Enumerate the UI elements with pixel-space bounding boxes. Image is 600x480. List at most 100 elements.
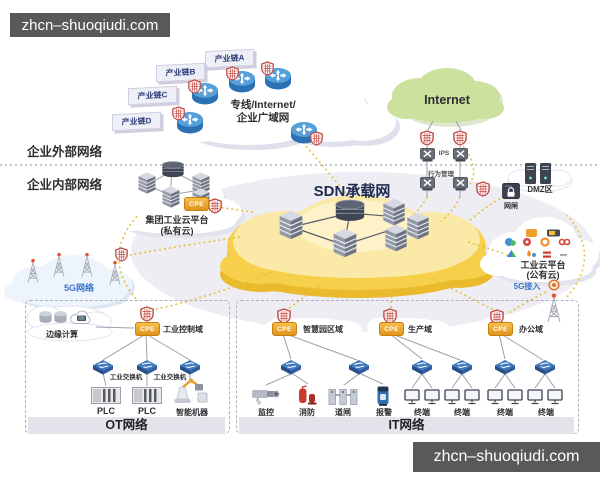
behavior-appliance-icon (420, 177, 435, 191)
edge-cloud-chip-icon (68, 308, 94, 325)
switch-icon (281, 360, 301, 375)
switch-icon (93, 360, 113, 375)
public-cloud-label-line2: (公有云) (526, 270, 560, 280)
gate-label: 道闸 (335, 408, 351, 417)
industry-chain-b-label: 产业链B (165, 67, 196, 78)
cell-tower-icon (50, 252, 68, 278)
cpe-badge: CPE (135, 322, 160, 336)
cloud-apps-icon (502, 228, 586, 262)
camera-icon (251, 386, 281, 405)
firewall-shield-icon (172, 106, 185, 121)
switch-icon (180, 360, 200, 375)
industry-chain-c-label: 产业链C (137, 90, 168, 101)
plc-label: PLC (97, 406, 115, 416)
ips-label: IPS (438, 150, 450, 157)
dmz-label: DMZ区 (527, 185, 553, 194)
wan-cloud-label-line2: 企业广域网 (236, 112, 290, 124)
gate-barrier-icon (328, 387, 358, 405)
yellow-dotted-links (117, 145, 586, 314)
private-cloud-label-line1: 集团工业云平台 (145, 215, 209, 225)
server-stack-icon (380, 196, 408, 228)
firewall-shield-icon (310, 131, 323, 146)
fire-label: 消防 (299, 408, 315, 417)
alarm-icon (374, 385, 392, 406)
smart-park-domain-label: 智慧园区域 (303, 325, 343, 334)
behavior-mgmt-label: 行为管理 (428, 171, 454, 178)
edge-computing-label: 边缘计算 (46, 330, 78, 339)
it-network-bar: IT网络 (239, 417, 574, 434)
5g-access-icon (548, 279, 560, 291)
plc-icon (91, 387, 121, 404)
ot-network-bar: OT网络 (28, 417, 225, 434)
firewall-shield-icon (115, 247, 128, 262)
ips-appliance-icon (420, 148, 435, 162)
smart-machine-label: 智能机器 (176, 408, 208, 417)
alarm-label: 报警 (376, 408, 392, 417)
terminal-label: 终端 (414, 408, 430, 417)
gatekeeper-lock-icon (502, 183, 520, 199)
fiveg-network-label: 5G网络 (63, 283, 95, 293)
industrial-control-domain-label: 工业控制域 (163, 325, 203, 334)
fire-extinguisher-icon (296, 385, 318, 405)
internet-cloud-shape (387, 68, 504, 127)
cell-tower-icon (106, 260, 124, 286)
firewall-shield-icon (261, 61, 274, 76)
fiveg-cloud-shape (4, 255, 135, 310)
industry-chain-d-label: 产业链D (121, 116, 152, 127)
switch-icon (452, 360, 472, 375)
server-stack-icon (382, 222, 410, 254)
switch-icon (137, 360, 157, 375)
sdn-mesh-links (291, 212, 401, 246)
gatekeeper-label: 网闸 (504, 203, 518, 210)
robot-icon (172, 376, 208, 406)
firewall-shield-icon (188, 79, 201, 94)
plc-label: PLC (138, 406, 156, 416)
terminal-monitors-icon (404, 389, 440, 406)
firewall-shield-icon (140, 306, 154, 322)
ips-appliance-icon (453, 148, 468, 162)
cell-tower-icon (543, 293, 565, 323)
server-stack-icon (160, 184, 182, 210)
sdn-cloud-shape (220, 195, 494, 298)
terminal-monitors-icon (487, 389, 523, 406)
internet-label: Internet (424, 93, 470, 107)
cell-tower-icon (24, 258, 42, 284)
industry-chain-a-label: 产业链A (214, 53, 245, 64)
server-stack-icon (276, 208, 306, 242)
database-icon (38, 310, 68, 324)
switch-icon (535, 360, 555, 375)
industry-chain-d-plaque: 产业链D (112, 111, 161, 132)
public-cloud-label-line1: 工业云平台 (520, 260, 566, 270)
cpe-badge: CPE (184, 197, 209, 211)
firewall-shield-icon (420, 130, 434, 146)
router-icon (227, 70, 257, 94)
edge-cloud-shape (26, 305, 113, 342)
cpe-badge: CPE (488, 322, 513, 336)
zone-external-label: 企业外部网络 (27, 145, 103, 159)
firewall-shield-icon (476, 181, 490, 197)
cell-tower-icon (78, 252, 96, 278)
firewall-shield-icon (226, 66, 239, 81)
cpe-badge: CPE (272, 322, 297, 336)
server-stack-icon (136, 170, 158, 196)
production-domain-label: 生产域 (408, 325, 432, 334)
switch-icon (412, 360, 432, 375)
office-domain-label: 办公域 (519, 325, 543, 334)
terminal-monitors-icon (527, 389, 563, 406)
server-stack-icon (190, 170, 212, 196)
router-icon (175, 111, 205, 135)
dmz-servers-icon (524, 162, 552, 185)
wan-cloud-label-line1: 专线/Internet/ (230, 99, 296, 111)
server-stack-icon (404, 210, 432, 242)
fiveg-access-label: 5G接入 (513, 282, 541, 291)
cpe-badge: CPE (379, 322, 404, 336)
cylinder-server-icon (160, 160, 186, 178)
camera-label: 监控 (258, 408, 274, 417)
sdn-core-label: SDN承载网 (313, 183, 391, 200)
terminal-monitors-icon (444, 389, 480, 406)
terminal-label: 终端 (538, 408, 554, 417)
firewall-shield-icon (453, 130, 467, 146)
router-icon (263, 67, 293, 91)
